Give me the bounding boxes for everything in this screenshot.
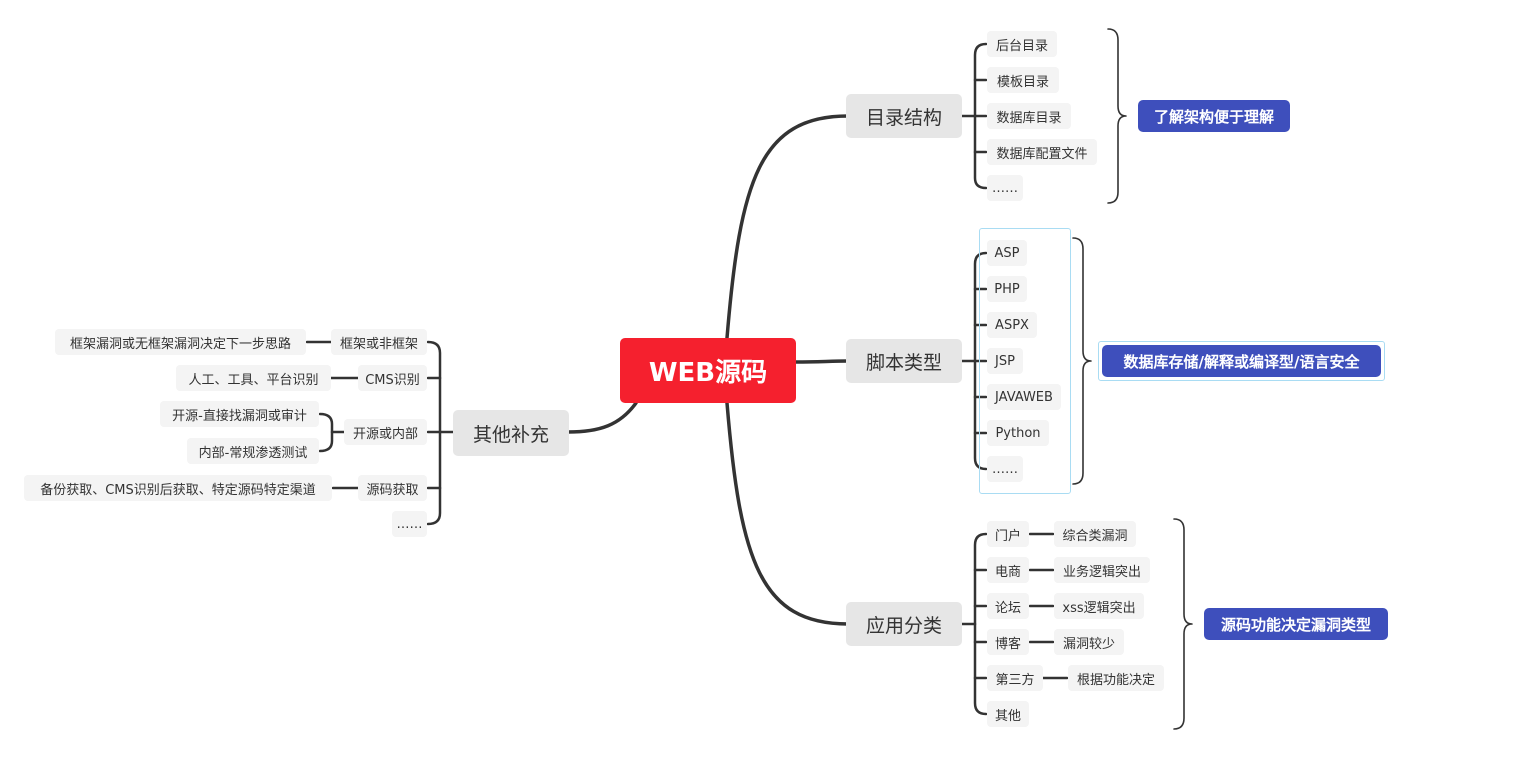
other-item-detail[interactable]: 开源-直接找漏洞或审计 <box>160 401 319 427</box>
app-item-detail[interactable]: 根据功能决定 <box>1068 665 1164 691</box>
topic-directory-structure[interactable]: 目录结构 <box>846 94 962 138</box>
app-item-detail[interactable]: 漏洞较少 <box>1054 629 1124 655</box>
other-item[interactable]: 开源或内部 <box>344 419 427 445</box>
topic-app-category[interactable]: 应用分类 <box>846 602 962 646</box>
script-item[interactable]: …… <box>987 456 1023 482</box>
app-item[interactable]: 门户 <box>987 521 1029 547</box>
other-item-detail[interactable]: 内部-常规渗透测试 <box>187 438 319 464</box>
script-selection-frame <box>979 228 1071 494</box>
summary-selection-frame <box>1098 341 1385 381</box>
app-item[interactable]: 第三方 <box>987 665 1043 691</box>
other-item-detail[interactable]: 框架漏洞或无框架漏洞决定下一步思路 <box>55 329 306 355</box>
root-topic[interactable]: WEB源码 <box>620 338 796 403</box>
script-item[interactable]: ASP <box>987 240 1027 266</box>
dir-item[interactable]: …… <box>987 175 1023 201</box>
app-item[interactable]: 其他 <box>987 701 1029 727</box>
other-item[interactable]: 源码获取 <box>358 475 427 501</box>
other-item-detail[interactable]: 备份获取、CMS识别后获取、特定源码特定渠道 <box>24 475 332 501</box>
topic-script-type[interactable]: 脚本类型 <box>846 339 962 383</box>
other-item[interactable]: 框架或非框架 <box>331 329 427 355</box>
script-item[interactable]: PHP <box>987 276 1027 302</box>
script-item[interactable]: JSP <box>987 348 1023 374</box>
script-item[interactable]: ASPX <box>987 312 1037 338</box>
dir-item[interactable]: 后台目录 <box>987 31 1057 57</box>
dir-item[interactable]: 数据库配置文件 <box>987 139 1097 165</box>
summary-script[interactable]: 数据库存储/解释或编译型/语言安全 <box>1102 345 1381 377</box>
other-item-detail[interactable]: 人工、工具、平台识别 <box>176 365 331 391</box>
app-item[interactable]: 论坛 <box>987 593 1029 619</box>
script-item[interactable]: Python <box>987 420 1049 446</box>
app-item-detail[interactable]: 业务逻辑突出 <box>1054 557 1150 583</box>
script-item[interactable]: JAVAWEB <box>987 384 1061 410</box>
dir-item[interactable]: 模板目录 <box>987 67 1059 93</box>
summary-app[interactable]: 源码功能决定漏洞类型 <box>1204 608 1388 640</box>
other-item[interactable]: CMS识别 <box>358 365 427 391</box>
summary-directory[interactable]: 了解架构便于理解 <box>1138 100 1290 132</box>
app-item[interactable]: 博客 <box>987 629 1029 655</box>
other-item[interactable]: …… <box>392 511 427 537</box>
topic-other-supplement[interactable]: 其他补充 <box>453 410 569 456</box>
app-item-detail[interactable]: xss逻辑突出 <box>1054 593 1144 619</box>
app-item-detail[interactable]: 综合类漏洞 <box>1054 521 1136 547</box>
dir-item[interactable]: 数据库目录 <box>987 103 1071 129</box>
app-item[interactable]: 电商 <box>987 557 1029 583</box>
